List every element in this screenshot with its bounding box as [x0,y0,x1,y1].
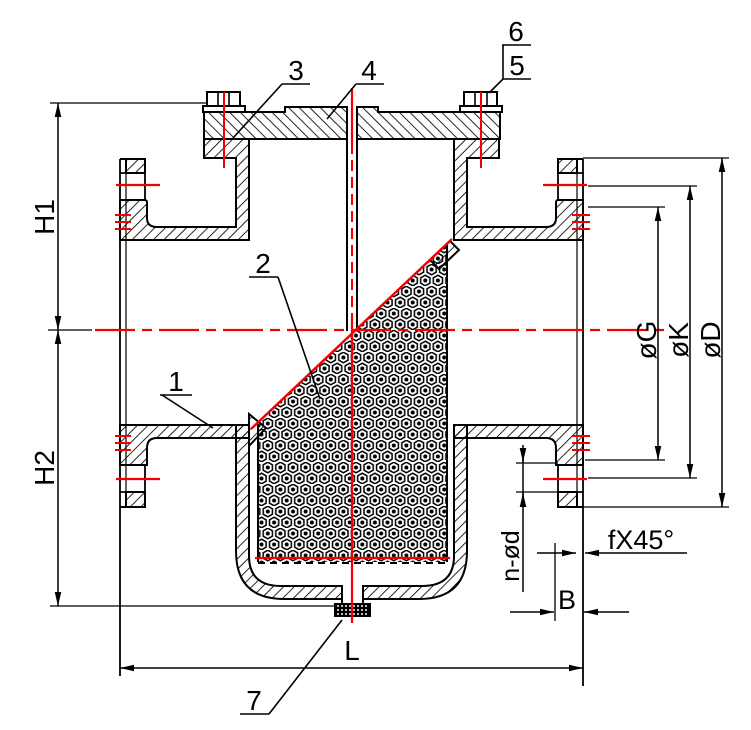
dim-label-dia-d: øD [695,321,726,358]
dim-label-h1: H1 [29,199,60,235]
body-bowl-right [362,424,468,600]
dim-label-h2: H2 [29,450,60,486]
body-right-upper-wall [453,138,584,241]
flange-rim-left-top [125,158,146,174]
body-right-lower-wall [453,424,584,466]
body-bowl-left [235,424,343,600]
dim-label-dia-k: øK [663,322,694,358]
body-left-upper-wall [119,138,250,241]
labels: H1 H2 L øG øK øD n-ød fX45° B 1 2 3 4 5 … [29,16,726,716]
dim-label-chamfer: fX45° [608,525,674,555]
extension-lines [48,102,729,621]
red-centerlines [95,88,668,623]
callout-leaders [160,44,531,715]
callout-5: 5 [509,50,525,81]
cover-plate [203,106,501,140]
dim-label-l: L [344,635,360,666]
dim-label-b: B [558,585,576,615]
callout-7: 7 [246,685,262,716]
dim-label-dia-g: øG [631,321,662,360]
flange-rim-right-top [557,158,578,174]
callout-6: 6 [508,16,524,47]
callout-1: 1 [168,366,184,397]
callout-3: 3 [288,55,304,86]
flange-rim-right-bottom [557,491,578,508]
callout-4: 4 [361,55,377,86]
basket-seat-diagonal [250,238,453,430]
dim-label-n-d: n-ød [497,530,525,581]
basket-stem [346,139,358,331]
body-left-lower-wall [119,424,250,466]
flange-rim-left-bottom [125,491,146,508]
callout-2: 2 [255,248,271,279]
dimension-lines [54,103,726,672]
